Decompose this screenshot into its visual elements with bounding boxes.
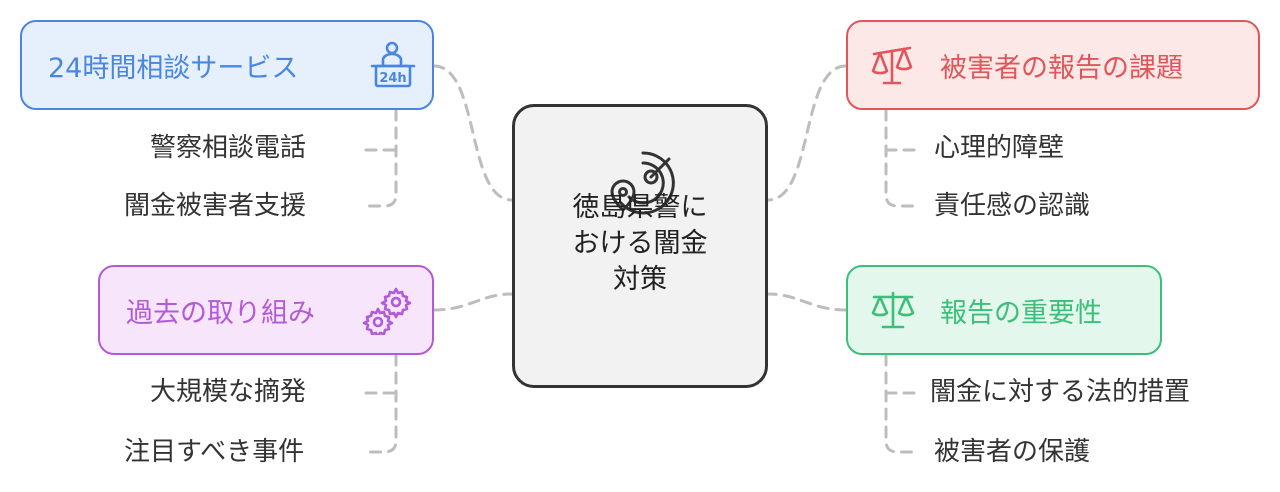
node-reporting-importance[interactable]: 報告の重要性 [846,265,1162,355]
connector-service-items [364,108,398,208]
connector-issues [766,64,848,202]
24h-support-desk-icon: 24h [370,41,416,88]
node-24h-service[interactable]: 24時間相談サービス 24h [20,20,434,110]
radar-location-icon [610,151,675,215]
svg-text:24h: 24h [379,71,406,86]
service-item-victim-support: 闇金被害者支援 [124,191,307,221]
past-item-notable-cases: 注目すべき事件 [124,437,305,467]
connector-issues-items [884,108,918,208]
center-title-line-3: 対策 [613,264,667,295]
issues-item-psychological-barrier: 心理的障壁 [934,133,1065,163]
center-title-line-2: おける闇金 [572,228,708,259]
center-topic-box[interactable]: 徳島県警に おける闇金 対策 [512,104,768,388]
issues-item-sense-of-responsibility: 責任感の認識 [934,191,1091,221]
service-item-police-phone: 警察相談電話 [150,133,307,163]
past-item-large-crackdown: 大規模な摘発 [150,377,307,407]
center-topic-title: 徳島県警に おける闇金 対策 [515,190,765,298]
center-title-line-1: 徳島県警に [572,192,708,223]
connector-past-items [364,353,398,454]
importance-item-victim-protection: 被害者の保護 [934,437,1091,467]
connector-importance-items [884,353,918,454]
connector-importance [766,292,848,312]
importance-item-legal-action: 闇金に対する法的措置 [930,377,1191,407]
node-past-efforts-title: 過去の取り組み [126,297,315,329]
node-reporting-importance-title: 報告の重要性 [940,297,1102,329]
connector-service [432,64,514,202]
node-reporting-issues-title: 被害者の報告の課題 [940,52,1183,84]
connector-past [432,292,514,312]
node-24h-service-title: 24時間相談サービス [48,52,299,84]
node-reporting-issues[interactable]: 被害者の報告の課題 [846,20,1260,110]
node-past-efforts[interactable]: 過去の取り組み [98,265,434,355]
scales-icon [871,46,913,85]
gears-icon [362,287,412,335]
balance-scale-icon [871,291,915,329]
